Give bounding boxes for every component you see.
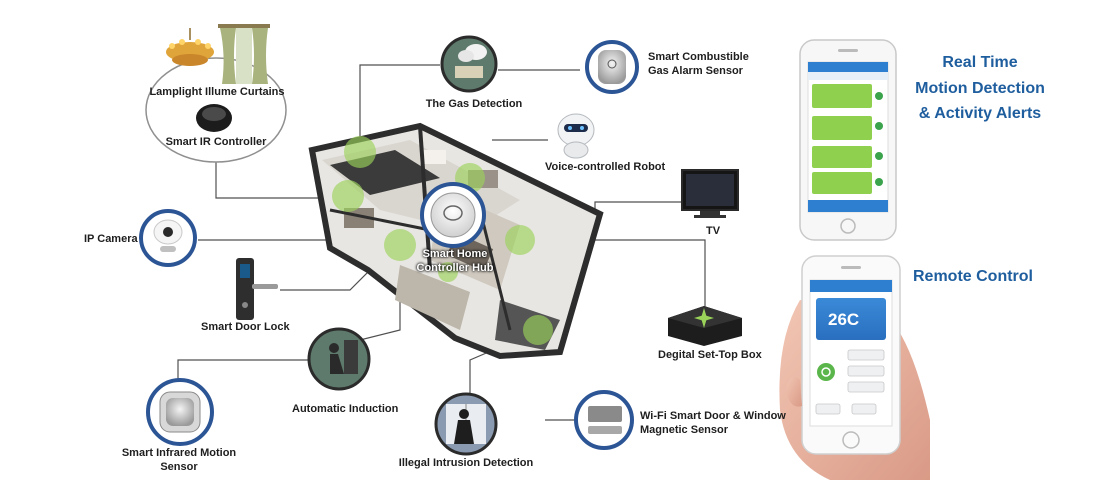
robot-label: Voice-controlled Robot — [545, 161, 666, 173]
door-lock-label: Smart Door Lock — [201, 321, 290, 333]
gas-detection-label: The Gas Detection — [425, 98, 523, 110]
robot-icon — [557, 113, 595, 159]
door-lock-icon — [236, 258, 278, 320]
lamplight-label: Lamplight Illume Curtains — [149, 86, 285, 98]
realtime-heading-2: Motion Detection — [915, 80, 1045, 97]
intrusion-label: Illegal Intrusion Detection — [398, 457, 534, 469]
door-sensor-label-2: Magnetic Sensor — [640, 424, 729, 436]
gas-sensor-label-1: Smart Combustible — [648, 51, 749, 63]
lamplight-oval — [145, 24, 287, 163]
infrared-label-2: Sensor — [160, 461, 198, 473]
chandelier-icon — [166, 28, 214, 66]
temperature-readout: 26C — [828, 310, 860, 329]
ir-controller-icon — [196, 104, 232, 132]
hub-label-1: Smart Home — [422, 248, 488, 260]
induction-icon — [307, 327, 371, 391]
gas-sensor-icon — [585, 40, 639, 94]
hub-icon — [420, 182, 486, 248]
gas-sensor-label-2: Gas Alarm Sensor — [648, 65, 743, 77]
set-top-box-label: Degital Set-Top Box — [658, 349, 762, 361]
door-sensor-label-1: Wi-Fi Smart Door & Window — [640, 410, 786, 422]
smartphone-icon — [799, 39, 897, 241]
ip-camera-icon — [139, 209, 197, 267]
hub-label-2: Controller Hub — [416, 262, 494, 274]
gas-flame-icon — [440, 35, 498, 93]
smartphone-remote — [786, 255, 901, 455]
ir-controller-label: Smart IR Controller — [165, 136, 267, 148]
set-top-box-icon — [668, 306, 742, 346]
realtime-heading-3: & Activity Alerts — [918, 105, 1042, 122]
hotspots — [332, 136, 553, 345]
door-sensor-icon — [574, 390, 634, 450]
curtain-icon — [218, 24, 270, 84]
ip-camera-label: IP Camera — [84, 233, 138, 245]
tv-label: TV — [706, 225, 721, 237]
motion-sensor-icon — [146, 378, 214, 446]
tv-icon — [681, 169, 739, 218]
automatic-induction-label: Automatic Induction — [292, 403, 399, 415]
infrared-label-1: Smart Infrared Motion — [121, 447, 237, 459]
remote-heading: Remote Control — [913, 268, 1033, 285]
realtime-heading-1: Real Time — [942, 54, 1018, 71]
intrusion-icon — [434, 392, 498, 456]
